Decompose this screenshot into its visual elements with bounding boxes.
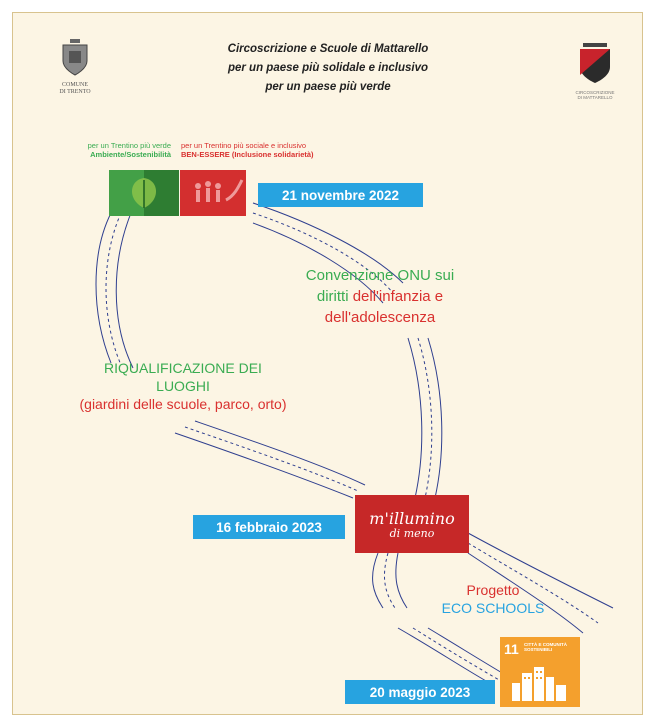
onu-line-1: Convenzione ONU sui	[305, 267, 455, 284]
comune-text-1: COMUNE	[61, 82, 88, 88]
community-icon	[180, 170, 246, 216]
header-line-3: per un paese più verde	[265, 81, 391, 93]
riq-line-3: (giardini delle scuole, parco, orto)	[79, 396, 287, 412]
red-tag-main: BEN-ESSERE (Inclusione solidarietà)	[181, 150, 314, 159]
riq-line-2: LUOGHI	[156, 378, 210, 394]
eco-line-2: ECO SCHOOLS	[441, 600, 545, 616]
onu-line-2b: dell'infanzia e	[352, 288, 444, 305]
leaf-icon	[131, 170, 179, 216]
sdg11-number: 11	[504, 641, 519, 657]
green-tag-sub: per un Trentino più verde	[87, 141, 171, 150]
green-tag-main: Ambiente/Sostenibilità	[90, 150, 171, 159]
benessere-icon	[180, 170, 246, 216]
riq-line-1: RIQUALIFICAZIONE DEI	[104, 360, 262, 376]
circoscrizione-text: CIRCOSCRIZIONE DI MATTARELLO	[575, 90, 615, 100]
onu-text: Convenzione ONU sui diritti dell'infanzi…	[275, 265, 485, 328]
sdg11-title: CITTÀ E COMUNITÀ SOSTENIBILI	[524, 642, 567, 652]
poster: COMUNE DI TRENTO CIRCOSCRIZIONE DI MATTA…	[12, 12, 643, 715]
date-badge-21-novembre: 21 novembre 2022	[258, 183, 423, 207]
comune-text-2: DI TRENTO	[59, 89, 91, 95]
red-tag-sub: per un Trentino più sociale e inclusivo	[181, 141, 307, 150]
eco-line-1: Progetto	[466, 582, 520, 598]
eco-schools-text: Progetto ECO SCHOOLS	[423, 581, 563, 617]
onu-line-2a: diritti	[316, 288, 353, 305]
millumino-text-2: di meno	[389, 527, 435, 540]
coat-of-arms-icon	[62, 39, 88, 76]
millumino-text-1: m'illumino	[369, 509, 455, 528]
shield-icon	[580, 43, 610, 83]
circoscrizione-logo: CIRCOSCRIZIONE DI MATTARELLO	[575, 41, 615, 100]
date-badge-16-febbraio: 16 febbraio 2023	[193, 515, 345, 539]
onu-line-2: diritti dell'infanzia e	[275, 286, 485, 307]
date-badge-20-maggio: 20 maggio 2023	[345, 680, 495, 704]
header-line-2: per un paese più solidale e inclusivo	[227, 62, 429, 74]
ambiente-icon	[109, 170, 179, 216]
road-curves	[95, 202, 614, 686]
comune-logo: COMUNE DI TRENTO	[53, 37, 97, 95]
millumino-logo: m'illumino di meno	[355, 495, 469, 553]
header-line-1: Circoscrizione e Scuole di Mattarello	[227, 43, 429, 55]
riqualificazione-text: RIQUALIFICAZIONE DEI LUOGHI (giardini de…	[33, 359, 333, 413]
sdg11-icon: 11 CITTÀ E COMUNITÀ SOSTENIBILI	[500, 637, 580, 707]
city-buildings-icon	[512, 667, 566, 701]
onu-line-3: dell'adolescenza	[324, 309, 436, 326]
